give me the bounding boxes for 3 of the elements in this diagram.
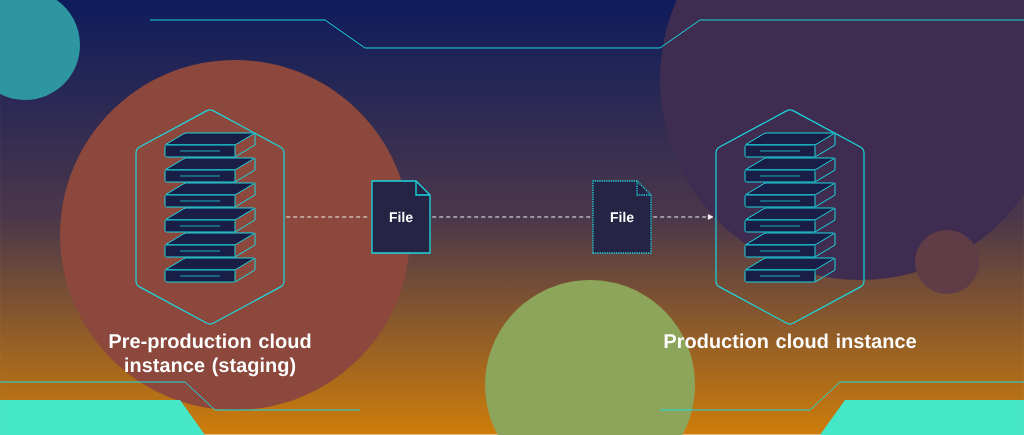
server-label: Production cloud instance [664,333,916,349]
server-label: Pre-production cloud instance (staging) [109,333,311,377]
arrow [652,214,714,220]
